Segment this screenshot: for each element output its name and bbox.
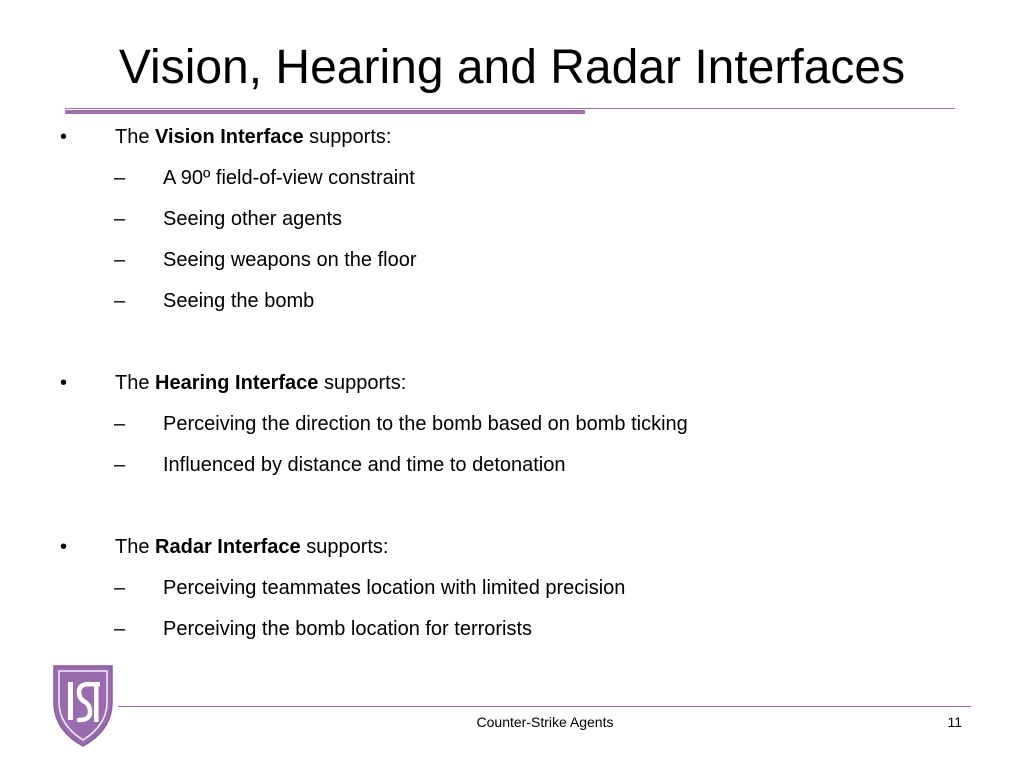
- bullet-marker: •: [60, 372, 68, 394]
- slide-title: Vision, Hearing and Radar Interfaces: [118, 41, 906, 94]
- bullet-marker: •: [60, 126, 68, 148]
- bullet-suffix: supports:: [303, 126, 392, 148]
- dash-marker: –: [114, 249, 126, 271]
- sub-item: Perceiving the bomb location for terrori…: [163, 618, 533, 640]
- sub-item: Perceiving teammates location with limit…: [163, 577, 626, 599]
- dash-marker: –: [114, 208, 126, 230]
- bullet-keyword: Vision Interface: [155, 126, 304, 148]
- bullet-hearing: The Hearing Interface supports:: [115, 371, 406, 395]
- dash-marker: –: [114, 618, 126, 640]
- bullet-keyword: Radar Interface: [155, 536, 301, 558]
- sub-item: A 90º field-of-view constraint: [163, 167, 415, 189]
- bullet-suffix: supports:: [318, 372, 407, 394]
- bullet-vision: The Vision Interface supports:: [115, 125, 391, 149]
- bullet-marker: •: [60, 536, 68, 558]
- footer-divider: [118, 706, 971, 707]
- dash-marker: –: [114, 454, 126, 476]
- bullet-suffix: supports:: [300, 536, 389, 558]
- sub-item: Seeing the bomb: [163, 290, 315, 312]
- dash-marker: –: [114, 167, 126, 189]
- bullet-prefix: The: [115, 372, 156, 394]
- sub-item: Perceiving the direction to the bomb bas…: [163, 413, 688, 435]
- sub-item: Influenced by distance and time to deton…: [163, 454, 566, 476]
- dash-marker: –: [114, 290, 126, 312]
- dash-marker: –: [114, 577, 126, 599]
- bullet-radar: The Radar Interface supports:: [115, 535, 388, 559]
- sub-item: Seeing other agents: [163, 208, 343, 230]
- title-accent-bar: [65, 110, 585, 114]
- bullet-prefix: The: [115, 536, 156, 558]
- bullet-keyword: Hearing Interface: [155, 372, 319, 394]
- sub-item: Seeing weapons on the floor: [163, 249, 417, 271]
- ist-logo: [53, 665, 113, 747]
- dash-marker: –: [114, 413, 126, 435]
- footer-title: Counter-Strike Agents: [476, 714, 614, 730]
- bullet-prefix: The: [115, 126, 156, 148]
- page-number: 11: [947, 714, 962, 730]
- title-divider: [65, 108, 955, 109]
